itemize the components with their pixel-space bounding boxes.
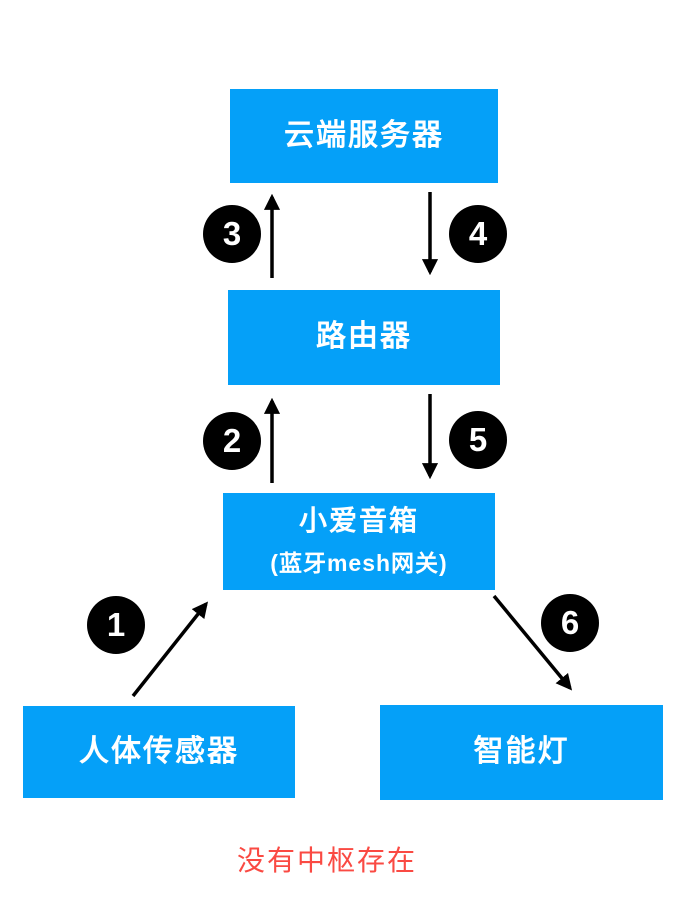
node-router-label: 路由器 bbox=[316, 320, 412, 354]
node-body-sensor: 人体传感器 bbox=[23, 706, 295, 798]
node-body-sensor-label: 人体传感器 bbox=[79, 734, 239, 768]
node-cloud-server-label: 云端服务器 bbox=[284, 118, 444, 152]
node-smart-light-label: 智能灯 bbox=[473, 735, 570, 769]
step-badge-5: 5 bbox=[449, 411, 507, 469]
step-badge-6: 6 bbox=[541, 594, 599, 652]
node-router: 路由器 bbox=[228, 290, 500, 385]
caption-no-hub: 没有中枢存在 bbox=[236, 845, 417, 876]
step-badge-2: 2 bbox=[203, 412, 261, 470]
step-badge-3: 3 bbox=[203, 205, 261, 263]
node-ai-speaker-sublabel: (蓝牙mesh网关) bbox=[270, 550, 448, 577]
node-cloud-server: 云端服务器 bbox=[230, 89, 498, 183]
node-ai-speaker-label: 小爱音箱 bbox=[298, 504, 419, 536]
step-badge-1: 1 bbox=[87, 596, 145, 654]
node-ai-speaker-gateway: 小爱音箱 (蓝牙mesh网关) bbox=[223, 493, 495, 590]
node-smart-light: 智能灯 bbox=[380, 705, 663, 800]
step-badge-4: 4 bbox=[449, 205, 507, 263]
